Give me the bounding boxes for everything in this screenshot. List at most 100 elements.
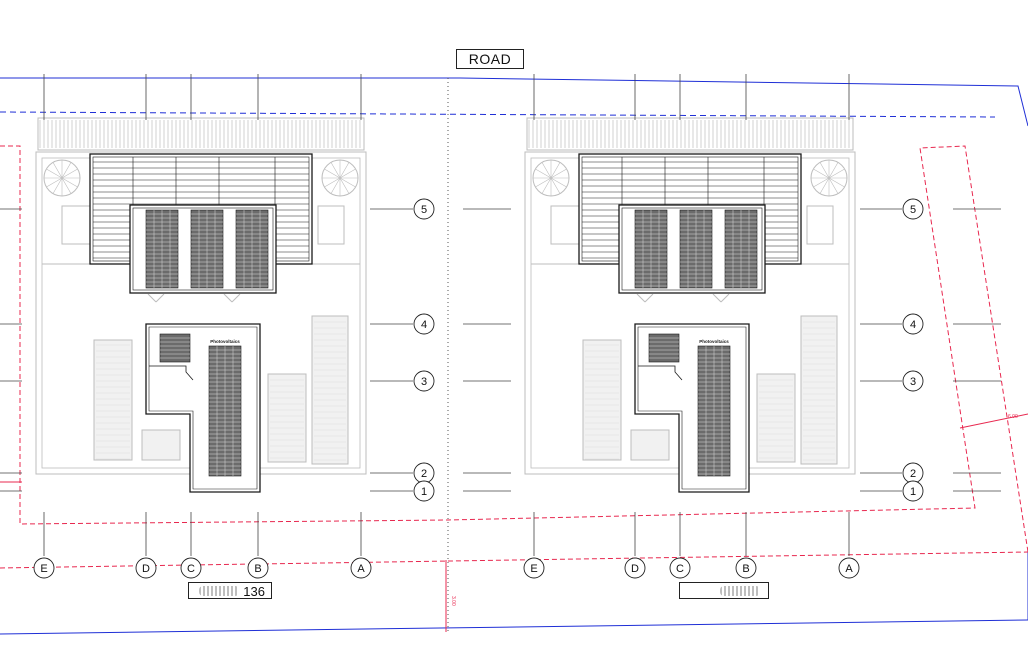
door-swing (147, 293, 241, 303)
road-edge-dashed (0, 111, 996, 118)
plot-number-tag-left: 136 (188, 582, 272, 599)
solar-frame-inner (132, 207, 274, 291)
stair-tread (339, 162, 350, 179)
terrace-bed-mid (267, 373, 307, 463)
stair-tread (828, 168, 845, 179)
axis-letter: B (742, 563, 749, 575)
setback-line-lower (0, 551, 1028, 569)
building-left: Photovoltaics (35, 117, 367, 493)
axis-bubble (180, 557, 202, 579)
terrace-bed-right (800, 315, 838, 465)
stair-tread (324, 177, 341, 188)
axis-number: 1 (910, 486, 916, 498)
axis-bubble (902, 370, 924, 392)
stair-tread (541, 177, 552, 194)
axis-bubble (413, 480, 435, 502)
axis-number: 5 (421, 204, 427, 216)
solar-panel-small (648, 333, 680, 363)
road-dimension: 3.00 (450, 596, 456, 606)
stair-tread (46, 168, 63, 179)
axis-letter: B (254, 563, 261, 575)
road-edge-top (0, 77, 1028, 127)
stair-tread (339, 177, 356, 188)
stair-tread (828, 162, 839, 179)
terrace-bench (141, 429, 181, 461)
equipment-zone-notch (149, 365, 194, 381)
plot-number-tag-right (679, 582, 769, 599)
stair-tread (819, 177, 830, 194)
road-edge-bottom (0, 619, 1028, 635)
axis-letter: E (530, 563, 537, 575)
terrace-bed-left (582, 339, 622, 461)
stair-tread (61, 168, 78, 179)
stair-tread (541, 162, 552, 179)
equipment-zone-inner (637, 326, 747, 490)
axis-bubble (135, 557, 157, 579)
stair-tread (324, 168, 341, 179)
stair-tread (535, 168, 552, 179)
stair-tread (813, 177, 830, 188)
stair-tread (330, 177, 341, 194)
stair-tread (339, 168, 356, 179)
balcony-outline (37, 117, 365, 151)
balcony-outline (526, 117, 854, 151)
plot-number-left: 136 (243, 584, 265, 599)
axis-number: 1 (421, 486, 427, 498)
axis-number: 2 (421, 468, 427, 480)
stair-tread (550, 177, 561, 194)
stair-tread (550, 168, 567, 179)
building-right: Photovoltaics (524, 117, 856, 493)
axis-bubble (413, 313, 435, 335)
stair-tread (46, 177, 63, 188)
terrace-bed-right (311, 315, 349, 465)
stair-tread (52, 177, 63, 194)
terrace-bed-mid (756, 373, 796, 463)
axis-number: 3 (421, 376, 427, 388)
stair-tread (330, 162, 341, 179)
axis-number: 3 (910, 376, 916, 388)
axis-bubble (902, 313, 924, 335)
axis-bubble (902, 198, 924, 220)
stair-tread (339, 177, 350, 194)
terrace-bench (630, 429, 670, 461)
balcony-railing (528, 120, 854, 148)
stair-tread (535, 177, 552, 188)
bath-fixture (550, 205, 580, 245)
setback-dimension-line (959, 413, 1028, 429)
axis-letter: E (40, 563, 47, 575)
axis-bubble (413, 370, 435, 392)
stair-tread (828, 177, 839, 194)
axis-letter: C (187, 563, 195, 575)
equipment-zone-inner (148, 326, 258, 490)
stair-tread (61, 162, 72, 179)
axis-letter: C (676, 563, 684, 575)
equipment-label: Photovoltaics (699, 339, 729, 344)
axis-bubble (247, 557, 269, 579)
equipment-label: Photovoltaics (210, 339, 240, 344)
axis-letter: A (357, 563, 365, 575)
axis-bubble (669, 557, 691, 579)
road-label: ROAD (456, 49, 524, 69)
axis-letter: D (631, 563, 639, 575)
solar-frame-inner (621, 207, 763, 291)
stair-tread (813, 168, 830, 179)
axis-letter: A (845, 563, 853, 575)
door-swing (636, 293, 730, 303)
stair-tread (550, 162, 561, 179)
axis-number: 4 (910, 319, 916, 331)
road-and-setback-lines: 6.00 3.00 (0, 77, 1028, 635)
solar-panel-small (159, 333, 191, 363)
stair-tread (61, 177, 78, 188)
setback-dimension: 6.00 (1008, 414, 1018, 420)
smudged-text-icon (720, 586, 760, 596)
smudged-text-icon (199, 586, 239, 596)
axis-number: 2 (910, 468, 916, 480)
axis-bubble (624, 557, 646, 579)
stair-tread (61, 177, 72, 194)
stair-tread (828, 177, 845, 188)
stair-tread (819, 162, 830, 179)
axis-bubble (838, 557, 860, 579)
axis-letter: D (142, 563, 150, 575)
